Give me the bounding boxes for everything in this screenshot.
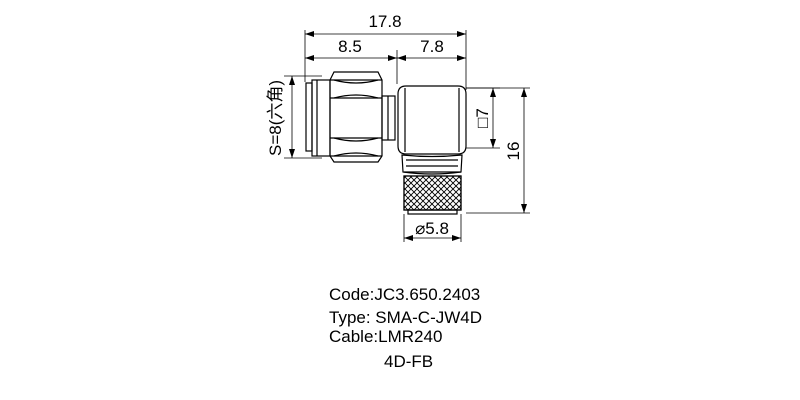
crimp-collar bbox=[401, 154, 463, 175]
type-line: Type: SMA-C-JW4D bbox=[329, 308, 483, 327]
dimension-lines bbox=[291, 33, 525, 239]
height-label: 16 bbox=[504, 142, 523, 161]
code-line: Code:JC3.650.2403 bbox=[329, 285, 481, 304]
body-length-label: 7.8 bbox=[420, 37, 444, 56]
arrowheads bbox=[289, 31, 527, 241]
plug-neck bbox=[381, 95, 396, 141]
plug-coupling-nut bbox=[305, 71, 383, 163]
hex-size-label: S=8(六角) bbox=[266, 80, 285, 156]
crimp-diameter-label: ⌀5.8 bbox=[415, 219, 449, 238]
cable-alt-line: 4D-FB bbox=[384, 352, 434, 371]
extension-lines bbox=[284, 30, 530, 242]
overall-length-label: 17.8 bbox=[368, 12, 401, 31]
body-square-label: □7 bbox=[473, 108, 492, 128]
plug-length-label: 8.5 bbox=[338, 37, 362, 56]
cable-line: Cable:LMR240 bbox=[329, 327, 443, 346]
knurled-ferrule bbox=[403, 175, 462, 215]
right-angle-body bbox=[397, 85, 467, 155]
